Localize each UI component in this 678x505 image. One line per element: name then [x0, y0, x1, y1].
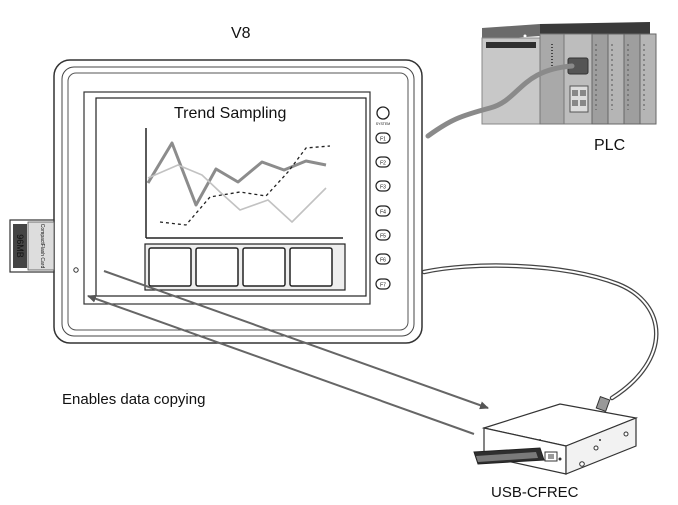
cf-card-capacity: 96MB: [15, 234, 25, 258]
trend-series-dashed: [159, 145, 331, 226]
arrow-to-v8: [87, 294, 475, 435]
function-key-f6[interactable]: F6: [375, 253, 391, 265]
plc-icon: [481, 22, 657, 125]
cf-card-brand: CompactFlash Card: [39, 224, 45, 269]
trend-series-dark: [146, 141, 327, 207]
usb-cfrec-icon: [473, 396, 639, 475]
arrow-to-usb-cfrec: [103, 270, 489, 410]
trend-series-light: [147, 164, 327, 223]
system-button-label: SYSTEM: [376, 122, 390, 126]
svg-text:F7: F7: [380, 283, 386, 289]
function-key-f2[interactable]: F2: [375, 156, 391, 168]
svg-text:F1: F1: [380, 137, 386, 143]
device-label-v8: V8: [231, 25, 251, 42]
hmi-panel-icon: [53, 59, 423, 344]
usb-cfrec-label: USB-CFREC: [491, 484, 579, 501]
screen-title: Trend Sampling: [174, 105, 286, 122]
function-key-f4[interactable]: F4: [375, 205, 391, 217]
function-key-f3[interactable]: F3: [375, 180, 391, 192]
function-key-f5[interactable]: F5: [375, 229, 391, 241]
screen-button-3[interactable]: [242, 247, 286, 287]
screen-button-1[interactable]: [148, 247, 192, 287]
function-key-f1[interactable]: F1: [375, 132, 391, 144]
cf-card-icon: [9, 219, 55, 273]
screen-button-4[interactable]: [289, 247, 333, 287]
status-led-icon: [73, 267, 79, 273]
svg-text:F6: F6: [380, 258, 386, 264]
plc-cable: [425, 63, 575, 139]
function-key-f7[interactable]: F7: [375, 278, 391, 290]
data-copy-annotation: Enables data copying: [62, 391, 205, 408]
system-button[interactable]: [376, 106, 390, 120]
plc-label: PLC: [594, 137, 625, 154]
trend-chart: [145, 128, 343, 239]
svg-text:F2: F2: [380, 161, 386, 167]
function-keys: F1 F2 F3 F4 F5 F6 F7: [375, 132, 391, 290]
svg-text:F4: F4: [380, 210, 386, 216]
svg-text:F5: F5: [380, 234, 386, 240]
screen-button-row: [144, 243, 346, 291]
svg-text:F3: F3: [380, 185, 386, 191]
screen-button-2[interactable]: [195, 247, 239, 287]
